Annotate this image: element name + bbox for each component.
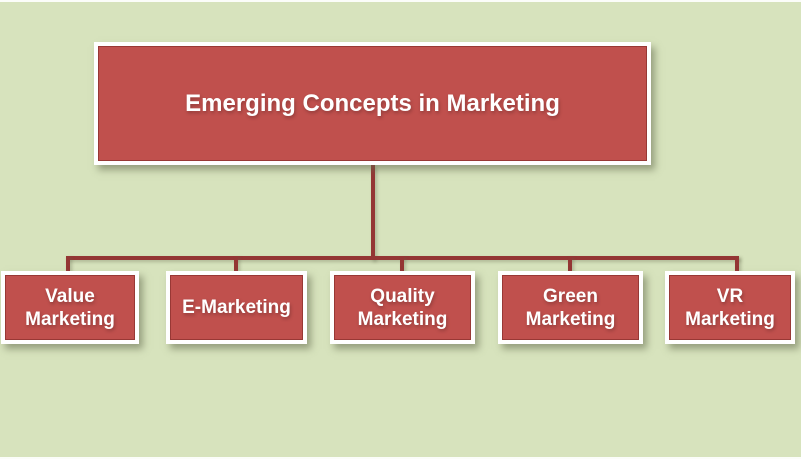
connector-trunk [371,165,375,260]
child-node-label-line: E-Marketing [182,297,291,318]
root-node-label: Emerging Concepts in Marketing [185,89,560,117]
child-node-label-line: Green [543,285,598,307]
connector-stub-e-marketing [234,256,238,276]
child-node-quality-marketing: Quality Marketing [330,271,475,344]
child-node-label-line: Marketing [685,308,775,330]
child-node-green-marketing: Green Marketing [498,271,643,344]
root-node-emerging-concepts: Emerging Concepts in Marketing [94,42,651,165]
child-node-label-line: Marketing [525,308,616,330]
child-node-label-line: Quality [370,285,435,307]
child-node-e-marketing: E-Marketing [166,271,307,344]
connector-stub-quality-marketing [400,256,404,276]
child-node-label-line: VR [716,285,744,307]
child-node-value-marketing: Value Marketing [1,271,139,344]
child-node-label-line: Marketing [25,308,115,330]
child-node-vr-marketing: VR Marketing [665,271,795,344]
connector-stub-green-marketing [568,256,572,276]
child-node-label-line: Value [45,285,95,307]
child-node-label-line: Marketing [357,308,448,330]
connector-stub-value-marketing [66,256,70,276]
connector-stub-vr-marketing [735,256,739,276]
